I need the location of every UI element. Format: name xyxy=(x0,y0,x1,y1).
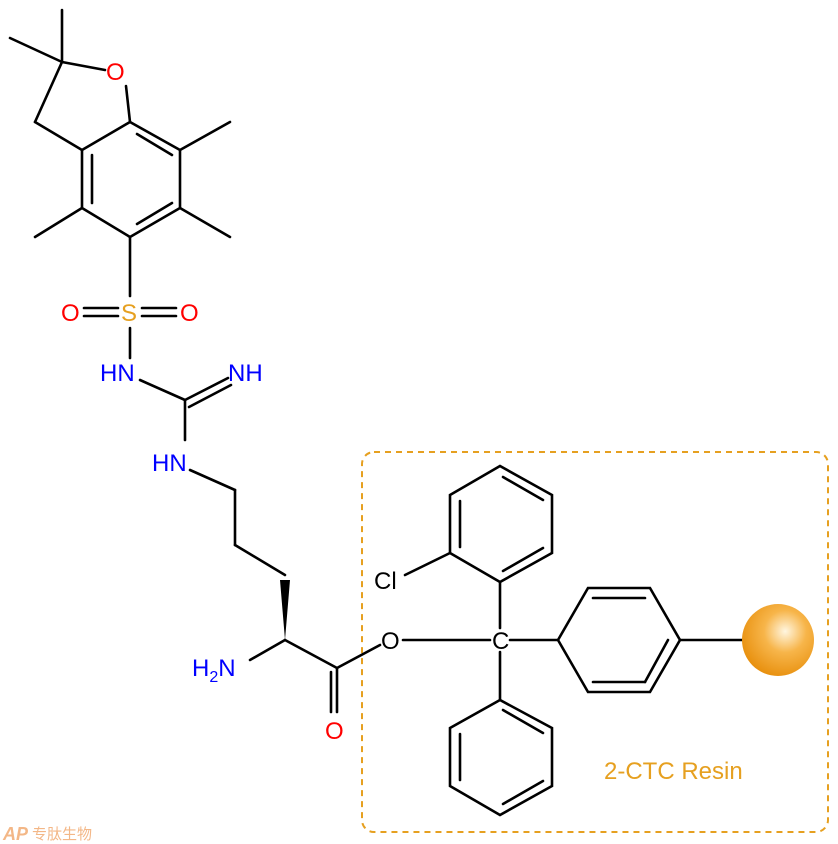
atom-s: S xyxy=(121,300,137,327)
atom-cl: Cl xyxy=(374,568,397,595)
resin-label: 2-CTC Resin xyxy=(604,758,743,785)
resin-box xyxy=(361,451,829,833)
atom-h2n: H2N xyxy=(192,655,236,686)
atom-hn-1: HN xyxy=(100,360,135,387)
logo-chinese: 专肽生物 xyxy=(32,825,92,843)
atom-o-ester: O xyxy=(381,628,400,655)
bonds xyxy=(8,8,744,817)
atom-o-carbonyl: O xyxy=(325,718,344,745)
resin-bead xyxy=(742,604,814,676)
atom-c-trityl: C xyxy=(492,628,509,655)
company-logo: AP 专肽生物 xyxy=(2,824,92,844)
atom-o-sulfonyl-right: O xyxy=(180,300,199,327)
stereo-wedge xyxy=(280,580,290,640)
logo-text: AP xyxy=(2,824,29,844)
atom-o-furan: O xyxy=(106,59,125,86)
atom-hn-2: HN xyxy=(152,450,187,477)
atom-o-sulfonyl-left: O xyxy=(61,300,80,327)
atom-nh-imine: NH xyxy=(228,360,263,387)
